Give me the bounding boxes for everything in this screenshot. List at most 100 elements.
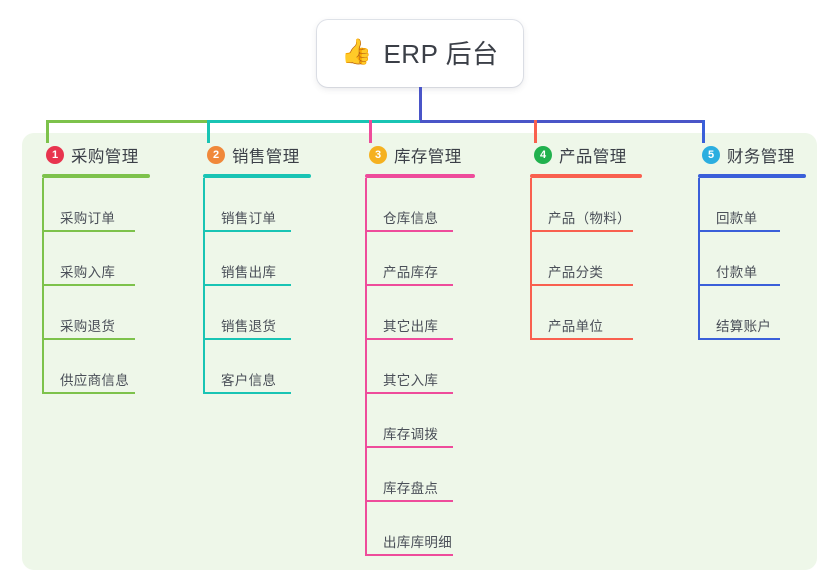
leaf-label: 销售订单 [221,211,277,226]
leaf-node[interactable]: 销售出库 [203,232,311,286]
column-销售管理: 2 销售管理销售订单销售出库销售退货客户信息 [203,143,311,394]
column-rule [203,174,311,178]
leaf-node[interactable]: 仓库信息 [365,178,475,232]
leaf-list: 采购订单采购入库采购退货供应商信息 [42,178,150,394]
leaf-label: 产品分类 [548,265,604,280]
leaf-node[interactable]: 采购退货 [42,286,150,340]
column-header-5[interactable]: 5 财务管理 [698,143,806,167]
column-badge-4: 4 [534,146,552,164]
leaf-underline [203,338,291,340]
leaf-node[interactable]: 出库库明细 [365,502,475,556]
column-badge-3: 3 [369,146,387,164]
column-header-3[interactable]: 3 库存管理 [365,143,475,167]
leaf-label: 产品（物料） [548,211,631,226]
leaf-underline [203,284,291,286]
column-采购管理: 1 采购管理采购订单采购入库采购退货供应商信息 [42,143,150,394]
column-title: 销售管理 [232,148,300,166]
leaf-label: 其它入库 [383,373,439,388]
leaf-node[interactable]: 产品库存 [365,232,475,286]
column-spine [203,178,205,394]
leaf-label: 销售出库 [221,265,277,280]
leaf-node[interactable]: 产品分类 [530,232,642,286]
column-产品管理: 4 产品管理产品（物料） 产品分类产品单位 [530,143,642,340]
bus-segment-1 [46,120,210,123]
column-drop-5 [702,120,705,143]
leaf-node[interactable]: 回款单 [698,178,806,232]
leaf-underline [42,230,135,232]
column-drop-4 [534,120,537,143]
leaf-underline [365,392,453,394]
leaf-underline [365,338,453,340]
leaf-node[interactable]: 其它出库 [365,286,475,340]
leaf-list: 产品（物料） 产品分类产品单位 [530,178,642,340]
leaf-node[interactable]: 销售订单 [203,178,311,232]
leaf-label: 采购退货 [60,319,116,334]
thumbs-up-icon: 👍 [341,38,373,66]
column-drop-2 [207,120,210,143]
root-node-content: 👍 ERP 后台 [341,34,498,71]
column-badge-5: 5 [702,146,720,164]
column-header-4[interactable]: 4 产品管理 [530,143,642,167]
leaf-underline [365,284,453,286]
leaf-label: 出库库明细 [383,535,452,550]
leaf-node[interactable]: 客户信息 [203,340,311,394]
leaf-label: 付款单 [716,265,758,280]
leaf-underline [203,392,291,394]
column-rule [42,174,150,178]
column-header-2[interactable]: 2 销售管理 [203,143,311,167]
column-title: 采购管理 [71,148,139,166]
leaf-node[interactable]: 产品（物料） [530,178,642,232]
leaf-underline [365,500,453,502]
column-badge-1: 1 [46,146,64,164]
leaf-label: 回款单 [716,211,758,226]
leaf-node[interactable]: 库存调拨 [365,394,475,448]
bus-segment-2 [207,120,423,123]
leaf-list: 销售订单销售出库销售退货客户信息 [203,178,311,394]
bus-segment-3 [420,120,705,123]
column-title: 财务管理 [727,148,795,166]
column-spine [530,178,532,340]
leaf-node[interactable]: 结算账户 [698,286,806,340]
leaf-label: 客户信息 [221,373,277,388]
column-rule [698,174,806,178]
root-node-erp-backend[interactable]: 👍 ERP 后台 [317,20,523,87]
column-badge-2: 2 [207,146,225,164]
leaf-label: 采购订单 [60,211,116,226]
leaf-node[interactable]: 产品单位 [530,286,642,340]
leaf-underline [365,554,453,556]
leaf-underline [365,230,453,232]
leaf-node[interactable]: 供应商信息 [42,340,150,394]
leaf-underline [42,338,135,340]
leaf-node[interactable]: 销售退货 [203,286,311,340]
leaf-node[interactable]: 采购订单 [42,178,150,232]
leaf-list: 仓库信息产品库存其它出库其它入库库存调拨库存盘点出库库明细 [365,178,475,556]
leaf-label: 库存调拨 [383,427,439,442]
leaf-label: 仓库信息 [383,211,439,226]
leaf-node[interactable]: 库存盘点 [365,448,475,502]
column-title: 库存管理 [394,148,462,166]
column-rule [365,174,475,178]
column-title: 产品管理 [559,148,627,166]
leaf-underline [365,446,453,448]
leaf-underline [530,284,633,286]
leaf-label: 产品库存 [383,265,439,280]
leaf-label: 结算账户 [716,319,772,334]
leaf-underline [698,338,780,340]
leaf-node[interactable]: 其它入库 [365,340,475,394]
leaf-label: 采购入库 [60,265,116,280]
leaf-underline [203,230,291,232]
leaf-node[interactable]: 付款单 [698,232,806,286]
diagram-panel [22,133,817,570]
column-drop-3 [369,120,372,143]
root-node-title: ERP 后台 [383,39,499,69]
leaf-underline [530,338,633,340]
leaf-label: 其它出库 [383,319,439,334]
column-spine [365,178,367,556]
column-财务管理: 5 财务管理回款单付款单结算账户 [698,143,806,340]
leaf-label: 供应商信息 [60,373,129,388]
column-rule [530,174,642,178]
column-drop-1 [46,120,49,143]
column-header-1[interactable]: 1 采购管理 [42,143,150,167]
leaf-node[interactable]: 采购入库 [42,232,150,286]
